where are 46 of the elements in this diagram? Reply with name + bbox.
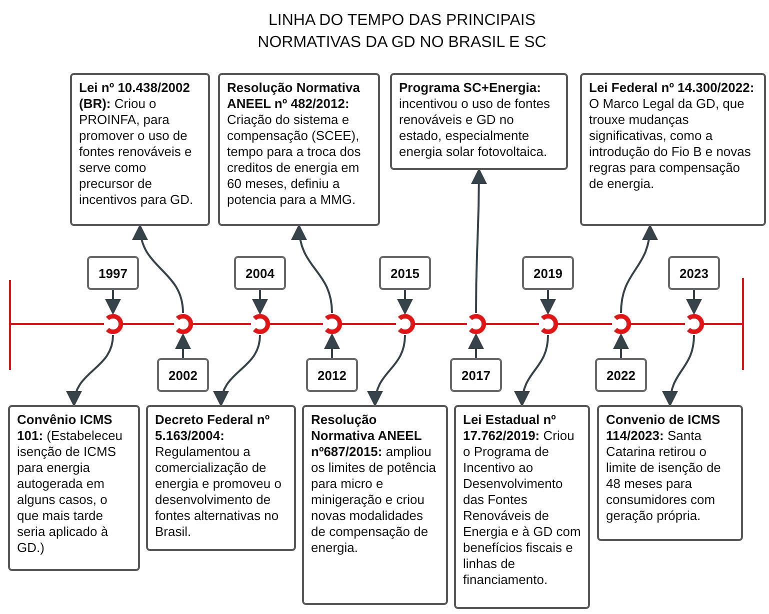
- diagram-title: LINHA DO TEMPO DAS PRINCIPAIS NORMATIVAS DA GD NO BRASIL E SC: [256, 11, 548, 53]
- event-card: [8, 405, 140, 571]
- arrow: [292, 224, 333, 314]
- event-description: Convênio ICMS 101: (Estabeleceu isenção de ICMS para energia autogerada em alguns casos, o que mais tarde seria aplicado à GD.): [17, 412, 124, 556]
- event-description: Lei Estadual nº 17.762/2019: Criou o Programa de Incentivo ao Desenvolvimento das Fontes Renováveis de Energia e à GD com benefícios fiscais e linhas de financiamento.: [463, 412, 581, 588]
- arrow: [67, 334, 114, 407]
- arrow: [175, 333, 191, 358]
- arrow: [397, 290, 413, 315]
- event-description: Convenio de ICMS 114/2023: Santa Catarina retirou o limite de isenção de 48 meses para consumidores com geração própria.: [606, 412, 722, 524]
- year-tag: 2019: [522, 256, 574, 290]
- arrow: [470, 168, 487, 313]
- event-card: [597, 405, 743, 541]
- event-description: Decreto Federal nº 5.163/2004: Regulamentou a comercialização de energia e promoveu o desenvolvimento de fontes alternativas no Brasil.: [155, 412, 282, 540]
- arrow: [613, 333, 629, 358]
- year-tag: 2015: [379, 256, 431, 290]
- event-description: Programa SC+Energia: incentivou o uso de fontes renováveis e GD no estado, especialmente energia solar fotovoltaica.: [399, 80, 552, 160]
- event-card: [580, 73, 766, 226]
- arrow: [662, 334, 695, 407]
- event-description: Resolução Normativa ANEEL nº 482/2012: Criação do sistema e compensação (SCEE), tempo para a troca dos creditos de energia em 60 meses, definiu a potencia para a MMG.: [227, 80, 362, 208]
- event-card: [302, 405, 448, 605]
- year-tag: 2017: [450, 358, 502, 392]
- arrow: [540, 290, 556, 315]
- event-description: Lei Federal nº 14.300/2022: O Marco Legal da GD, que trouxe mudanças significativas, como a introdução do Fio B e novas regras para compensação de energia.: [589, 80, 756, 192]
- event-card: [454, 405, 590, 609]
- year-tag: 2012: [306, 358, 358, 392]
- arrow: [324, 333, 340, 358]
- arrow: [133, 224, 184, 314]
- event-card: [218, 73, 380, 226]
- arrow: [368, 334, 406, 407]
- arrow: [214, 334, 261, 407]
- arrow: [514, 334, 549, 407]
- year-tag: 2022: [595, 358, 647, 392]
- arrow: [105, 290, 121, 315]
- year-tag: 1997: [87, 256, 139, 290]
- year-tag: 2002: [157, 358, 209, 392]
- event-card: [146, 405, 296, 551]
- event-description: Resolução Normativa ANEEL nº687/2015: ampliou os limites de potência para micro e minigeração e criou novas modalidades de compensação de energia.: [311, 412, 438, 556]
- event-description: Lei nº 10.438/2002 (BR): Criou o PROINFA, para promover o uso de fontes renováveis e serve como precursor de incentivos para GD.: [79, 80, 194, 208]
- arrow: [468, 333, 484, 358]
- arrow: [686, 290, 702, 315]
- year-tag: 2023: [668, 256, 720, 290]
- event-card: [390, 73, 568, 170]
- year-tag: 2004: [234, 256, 286, 290]
- arrow: [620, 224, 658, 314]
- event-card: [70, 73, 210, 226]
- arrow: [252, 290, 268, 315]
